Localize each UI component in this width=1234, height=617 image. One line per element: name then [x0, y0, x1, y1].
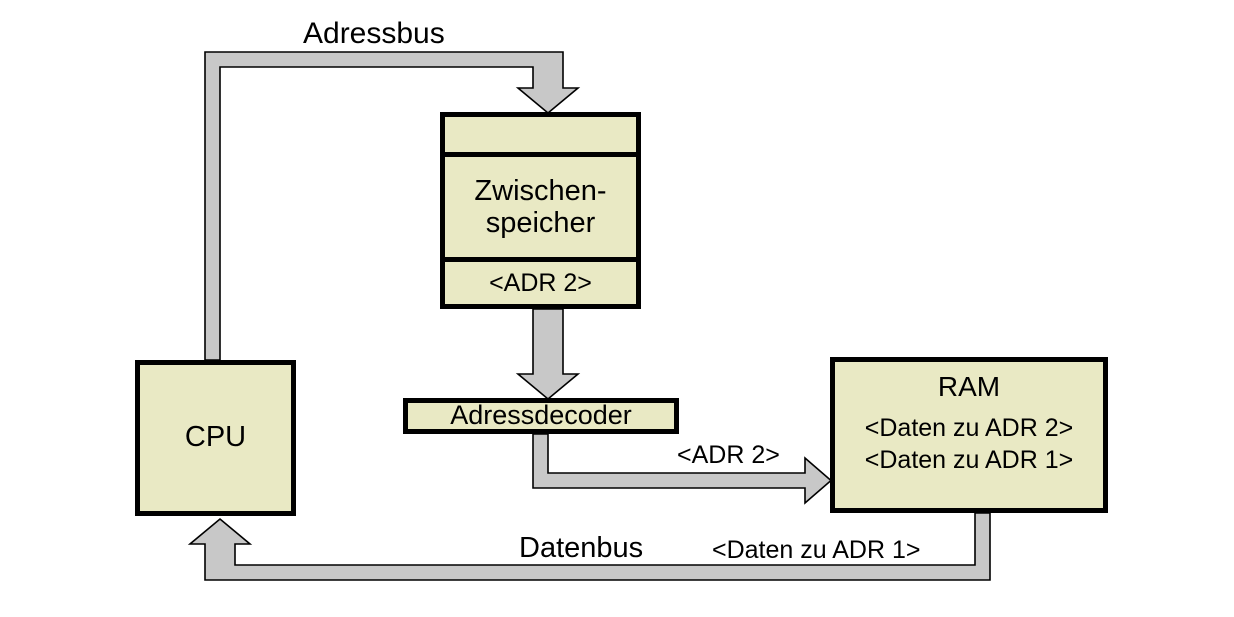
decoder-to-ram-label: <ADR 2> — [677, 441, 780, 469]
buffer-name-label: Zwischen- speicher — [445, 157, 636, 262]
data-bus-payload-label: <Daten zu ADR 1> — [712, 536, 921, 564]
buffer-box[interactable]: Zwischen- speicher <ADR 2> — [440, 112, 641, 309]
decoder-to-ram-arrow — [532, 433, 833, 505]
ram-title-label: RAM — [937, 371, 1001, 402]
data-bus-path — [187, 512, 991, 581]
buffer-to-decoder-arrow — [515, 308, 581, 401]
buffer-value-label: <ADR 2> — [445, 262, 636, 304]
data-bus-label: Datenbus — [519, 532, 644, 564]
cpu-label: CPU — [184, 421, 247, 454]
ram-box[interactable]: RAM <Daten zu ADR 2> <Daten zu ADR 1> — [830, 357, 1108, 513]
address-decoder-box[interactable]: Adressdecoder — [403, 398, 679, 434]
address-decoder-label: Adressdecoder — [450, 400, 632, 431]
ram-row: <Daten zu ADR 2> — [864, 414, 1074, 443]
address-bus-label: Adressbus — [303, 17, 445, 50]
ram-row: <Daten zu ADR 1> — [864, 446, 1074, 475]
buffer-top-cell — [445, 117, 636, 157]
address-bus-path — [204, 51, 581, 361]
cpu-box[interactable]: CPU — [135, 360, 296, 516]
